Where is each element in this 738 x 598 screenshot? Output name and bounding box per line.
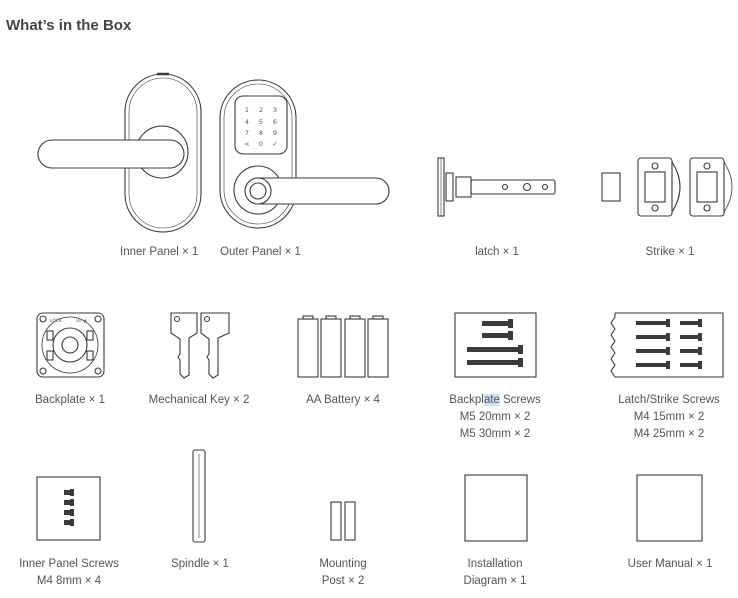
backplate-screws-illustration [454,312,537,378]
keypad-key: 7 [245,129,249,137]
user-manual-illustration [636,474,703,542]
keypad-key: 6 [273,118,277,126]
user-manual-label: User Manual × 1 [627,558,713,570]
keypad-key: 8 [259,129,263,137]
mechanical-key-label: Mechanical Key × 2 [148,394,250,406]
section-title: What’s in the Box [6,17,132,34]
outer-panel-label: Outer Panel × 1 [220,246,301,258]
keypad-key: 4 [245,118,249,126]
mounting-post-count: Post × 2 [321,575,365,587]
latch-strike-screws-label: Latch/Strike Screws M4 15mm × 2 M4 25mm … [612,392,726,443]
latch-label: latch × 1 [475,246,519,258]
keypad-key: 5 [259,118,263,126]
backplate-arrow: UP ▲ [76,318,87,324]
inner-panel-screws-size: M4 8mm × 4 [36,575,102,587]
backplate-tag: LOCK [50,318,63,324]
inner-panel-screws [64,489,74,526]
inner-panel-screws-label: Inner Panel Screws M4 8mm × 4 [14,556,124,590]
keypad: 1 2 3 4 5 6 7 8 9 < 0 ✓ [244,106,277,148]
mounting-post-illustration [330,501,356,541]
latch-strike-screws [636,319,702,369]
aa-battery-illustration [297,315,389,378]
latch-strike-screws-size-1: M4 15mm × 2 [633,411,705,423]
backplate-screws-size-1: M5 20mm × 2 [459,411,531,423]
spindle-label: Spindle × 1 [171,558,229,570]
installation-diagram-count: Diagram × 1 [463,575,527,587]
aa-battery-label: AA Battery × 4 [306,394,380,406]
backplate-screws-label: Backplate Screws M5 20mm × 2 M5 30mm × 2 [440,392,550,443]
installation-diagram-illustration [464,474,528,542]
keypad-key: 9 [273,129,277,137]
mounting-post-label: Mounting Post × 2 [303,556,383,590]
inner-panel-screws-illustration [36,476,101,541]
latch-strike-screws-size-2: M4 25mm × 2 [633,428,705,440]
strike-label: Strike × 1 [645,246,695,258]
latch-strike-screws-illustration [610,312,724,378]
keypad-key: 1 [245,106,249,114]
mechanical-key-illustration [170,312,230,379]
keypad-key: ✓ [272,140,277,148]
backplate-screws-size-2: M5 30mm × 2 [459,428,531,440]
keypad-key: 2 [259,106,263,114]
installation-diagram-label: Installation Diagram × 1 [450,556,540,590]
mounting-post-name: Mounting [319,558,367,570]
backplate-label: Backplate × 1 [34,394,105,406]
backplate-screws-name: Backplate Screws [449,394,541,406]
backplate-screws [467,319,523,367]
spindle-illustration [192,449,206,543]
keypad-key: < [244,140,249,148]
latch-illustration [437,157,556,217]
installation-diagram-name: Installation [467,558,523,570]
strike-illustration [601,157,733,217]
outer-panel-illustration [219,79,390,229]
backplate-illustration [36,312,105,378]
inner-panel-illustration [37,72,202,233]
keypad-key: 0 [259,140,263,148]
inner-panel-label: Inner Panel × 1 [120,246,199,258]
keypad-key: 3 [273,106,277,114]
latch-strike-screws-name: Latch/Strike Screws [618,394,720,406]
inner-panel-screws-name: Inner Panel Screws [19,558,119,570]
